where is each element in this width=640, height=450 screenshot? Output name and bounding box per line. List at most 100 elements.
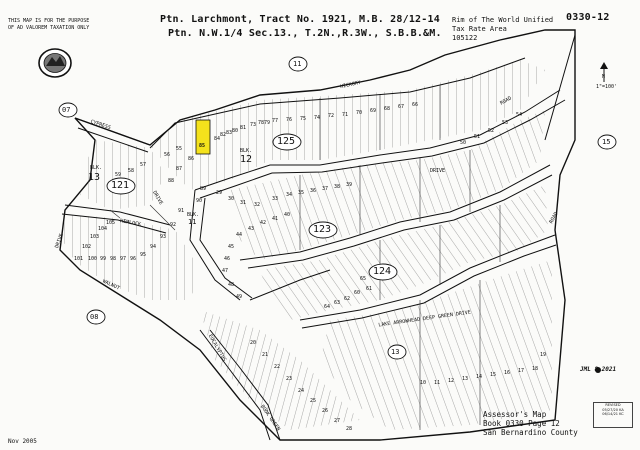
parcel-78[interactable]: 78 xyxy=(258,120,265,126)
parcel-55[interactable]: 55 xyxy=(176,146,183,152)
parcel-63[interactable]: 63 xyxy=(334,300,341,306)
highlighted-parcel[interactable] xyxy=(195,119,211,155)
parcel-102[interactable]: 102 xyxy=(82,244,92,250)
parcel-100[interactable]: 100 xyxy=(88,256,98,262)
parcel-40[interactable]: 40 xyxy=(284,212,291,218)
parcel-81[interactable]: 81 xyxy=(240,125,247,131)
parcel-27[interactable]: 27 xyxy=(334,418,341,424)
parcel-16[interactable]: 16 xyxy=(504,370,511,376)
parcel-48[interactable]: 48 xyxy=(228,282,235,288)
parcel-28[interactable]: 28 xyxy=(346,426,353,432)
parcel-86[interactable]: 86 xyxy=(188,156,195,162)
parcel-66[interactable]: 66 xyxy=(412,102,419,108)
parcel-20[interactable]: 20 xyxy=(250,340,257,346)
parcel-26[interactable]: 26 xyxy=(322,408,329,414)
parcel-88[interactable]: 88 xyxy=(168,178,175,184)
parcel-47[interactable]: 47 xyxy=(222,268,229,274)
parcel-44[interactable]: 44 xyxy=(236,232,243,238)
parcel-105[interactable]: 105 xyxy=(106,220,116,226)
parcel-93[interactable]: 93 xyxy=(160,234,167,240)
parcel-29[interactable]: 29 xyxy=(216,190,223,196)
parcel-32[interactable]: 32 xyxy=(254,202,261,208)
parcel-30[interactable]: 30 xyxy=(228,196,235,202)
parcel-104[interactable]: 104 xyxy=(98,226,108,232)
parcel-36[interactable]: 36 xyxy=(310,188,317,194)
parcel-60[interactable]: 60 xyxy=(354,290,361,296)
parcel-92[interactable]: 92 xyxy=(170,222,177,228)
parcel-74[interactable]: 74 xyxy=(314,115,321,121)
parcel-97[interactable]: 97 xyxy=(120,256,127,262)
parcel-17[interactable]: 17 xyxy=(518,368,525,374)
parcel-77[interactable]: 77 xyxy=(272,118,279,124)
parcel-25[interactable]: 25 xyxy=(310,398,317,404)
parcel-82[interactable]: 82 xyxy=(220,132,227,138)
parcel-101[interactable]: 101 xyxy=(74,256,84,262)
parcel-21[interactable]: 21 xyxy=(262,352,269,358)
parcel-89[interactable]: 89 xyxy=(200,186,207,192)
parcel-51[interactable]: 51 xyxy=(474,134,481,140)
parcel-34[interactable]: 34 xyxy=(286,192,293,198)
parcel-67[interactable]: 67 xyxy=(398,104,405,110)
parcel-52[interactable]: 52 xyxy=(488,128,495,134)
parcel-46[interactable]: 46 xyxy=(224,256,231,262)
adjacent-page-13-marker[interactable] xyxy=(387,344,407,360)
parcel-84[interactable]: 84 xyxy=(214,136,221,142)
parcel-31[interactable]: 31 xyxy=(240,200,247,206)
parcel-41[interactable]: 41 xyxy=(272,216,279,222)
parcel-99[interactable]: 99 xyxy=(100,256,107,262)
map-page-123-marker[interactable] xyxy=(308,221,338,239)
parcel-87[interactable]: 87 xyxy=(176,166,183,172)
parcel-12[interactable]: 12 xyxy=(448,378,455,384)
parcel-79[interactable]: 79 xyxy=(264,120,271,126)
parcel-61[interactable]: 61 xyxy=(366,286,373,292)
parcel-75[interactable]: 75 xyxy=(300,116,307,122)
parcel-23[interactable]: 23 xyxy=(286,376,293,382)
parcel-62[interactable]: 62 xyxy=(344,296,351,302)
parcel-90[interactable]: 90 xyxy=(196,198,203,204)
parcel-45[interactable]: 45 xyxy=(228,244,235,250)
parcel-98[interactable]: 98 xyxy=(110,256,117,262)
parcel-76[interactable]: 76 xyxy=(286,117,293,123)
parcel-19[interactable]: 19 xyxy=(540,352,547,358)
parcel-91[interactable]: 91 xyxy=(178,208,185,214)
parcel-65[interactable]: 65 xyxy=(360,276,367,282)
parcel-64[interactable]: 64 xyxy=(324,304,331,310)
parcel-58[interactable]: 58 xyxy=(128,168,135,174)
adjacent-page-15-marker[interactable] xyxy=(597,134,617,150)
parcel-54[interactable]: 54 xyxy=(516,112,523,118)
parcel-10[interactable]: 10 xyxy=(420,380,427,386)
parcel-59[interactable]: 59 xyxy=(115,172,122,178)
parcel-14[interactable]: 14 xyxy=(476,374,483,380)
parcel-85[interactable]: 85 xyxy=(199,143,206,149)
map-page-121-marker[interactable] xyxy=(106,177,136,195)
parcel-11[interactable]: 11 xyxy=(434,380,441,386)
parcel-35[interactable]: 35 xyxy=(298,190,305,196)
parcel-83[interactable]: 83 xyxy=(226,130,233,136)
parcel-50[interactable]: 50 xyxy=(460,140,467,146)
parcel-69[interactable]: 69 xyxy=(370,108,377,114)
map-page-125-marker[interactable] xyxy=(272,133,302,151)
parcel-95[interactable]: 95 xyxy=(140,252,147,258)
parcel-24[interactable]: 24 xyxy=(298,388,305,394)
parcel-38[interactable]: 38 xyxy=(334,184,341,190)
parcel-103[interactable]: 103 xyxy=(90,234,100,240)
parcel-53[interactable]: 53 xyxy=(502,120,509,126)
parcel-43[interactable]: 43 xyxy=(248,226,255,232)
parcel-49[interactable]: 49 xyxy=(236,294,243,300)
adjacent-page-08-marker[interactable] xyxy=(86,309,106,325)
adjacent-page-11-marker[interactable] xyxy=(288,56,308,72)
parcel-39[interactable]: 39 xyxy=(346,182,353,188)
parcel-80[interactable]: 80 xyxy=(232,128,239,134)
map-page-124-marker[interactable] xyxy=(368,263,398,281)
parcel-71[interactable]: 71 xyxy=(342,112,349,118)
parcel-13[interactable]: 13 xyxy=(462,376,469,382)
parcel-22[interactable]: 22 xyxy=(274,364,281,370)
parcel-37[interactable]: 37 xyxy=(322,186,329,192)
parcel-72[interactable]: 72 xyxy=(328,113,335,119)
parcel-15[interactable]: 15 xyxy=(490,372,497,378)
parcel-96[interactable]: 96 xyxy=(130,256,137,262)
parcel-42[interactable]: 42 xyxy=(260,220,267,226)
parcel-68[interactable]: 68 xyxy=(384,106,391,112)
parcel-73[interactable]: 73 xyxy=(250,122,257,128)
parcel-57[interactable]: 57 xyxy=(140,162,147,168)
